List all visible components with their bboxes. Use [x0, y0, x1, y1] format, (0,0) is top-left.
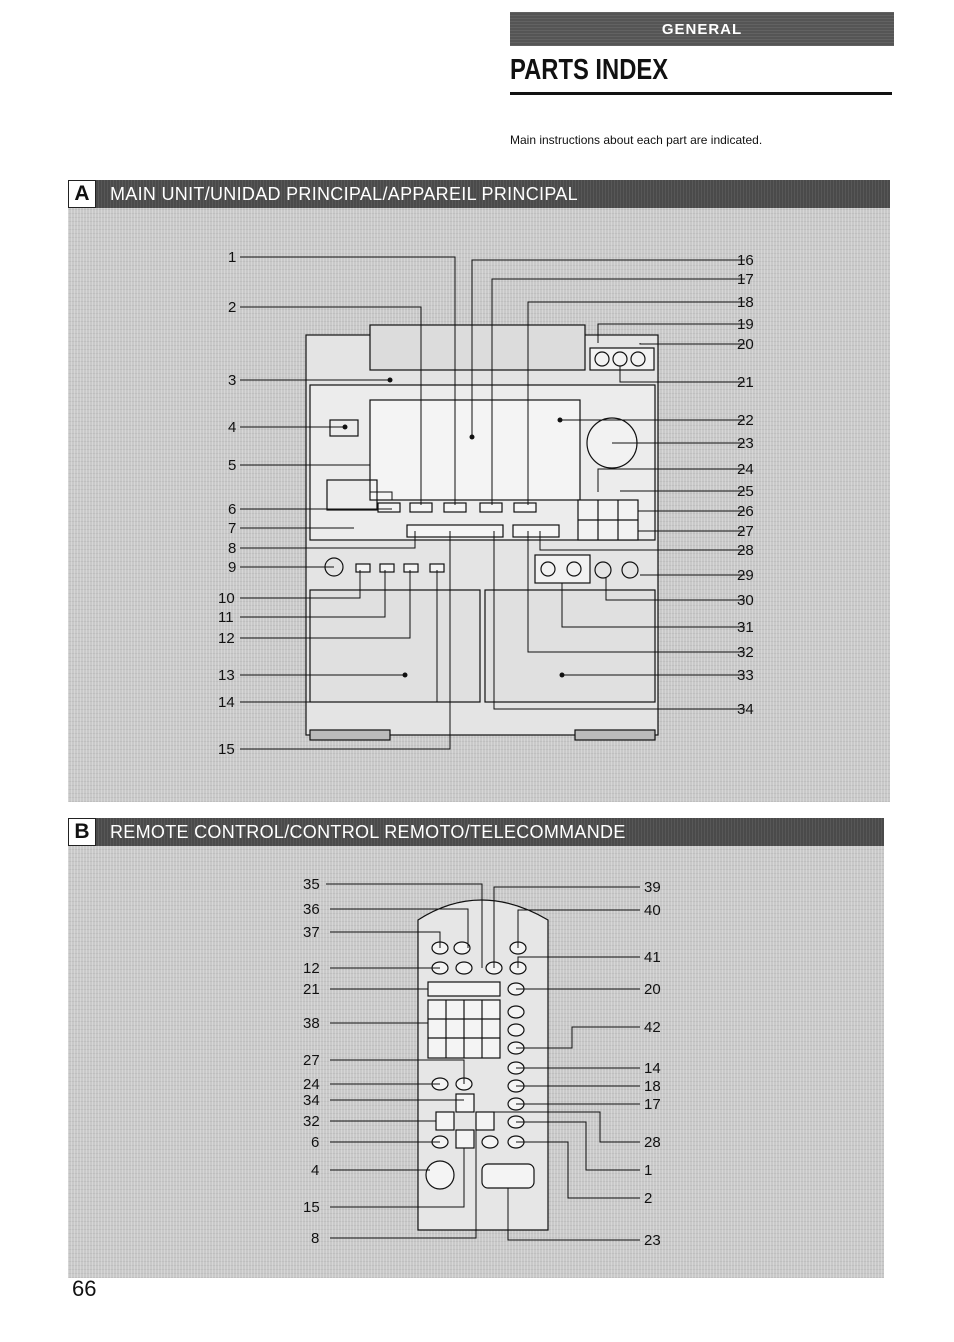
callout-5: 5: [228, 457, 236, 474]
callout-24: 24: [737, 461, 754, 478]
callout-31: 31: [737, 619, 754, 636]
cd-changer-lid: [369, 324, 586, 371]
cassette-deck-1: [309, 589, 481, 703]
callout-28: 28: [737, 542, 754, 559]
callout-41: 41: [644, 949, 661, 966]
remote-control-diagram: 35 36 37 12 21 38 27 24 34 32 6 4 15 8 3…: [303, 876, 661, 1249]
callout-8: 8: [228, 540, 236, 557]
callout-1b: 1: [644, 1162, 652, 1179]
callout-4b: 4: [311, 1162, 319, 1179]
callout-38: 38: [303, 1015, 320, 1032]
callout-34b: 34: [303, 1092, 320, 1109]
callout-26: 26: [737, 503, 754, 520]
callout-18: 18: [737, 294, 754, 311]
callout-21: 21: [737, 374, 754, 391]
callout-32b: 32: [303, 1113, 320, 1130]
callout-29: 29: [737, 567, 754, 584]
callout-22: 22: [737, 412, 754, 429]
callout-6b: 6: [311, 1134, 319, 1151]
callout-17b: 17: [644, 1096, 661, 1113]
callout-17: 17: [737, 271, 754, 288]
callout-10: 10: [218, 590, 235, 607]
callout-13: 13: [218, 667, 235, 684]
callout-2: 2: [228, 299, 236, 316]
callout-36: 36: [303, 901, 320, 918]
title-underline: [510, 92, 892, 95]
callout-4: 4: [228, 419, 236, 436]
section-b-letter: B: [68, 818, 96, 846]
callout-27: 27: [737, 523, 754, 540]
page-number: 66: [72, 1276, 97, 1301]
callout-35: 35: [303, 876, 320, 893]
callout-40: 40: [644, 902, 661, 919]
callout-15b: 15: [303, 1199, 320, 1216]
section-b-title: REMOTE CONTROL/CONTROL REMOTO/TELECOMMAN…: [110, 821, 626, 842]
callout-15: 15: [218, 741, 235, 758]
callout-25: 25: [737, 483, 754, 500]
callout-42: 42: [644, 1019, 661, 1036]
callout-23b: 23: [644, 1232, 661, 1249]
callout-14b: 14: [644, 1060, 661, 1077]
section-b-header: B REMOTE CONTROL/CONTROL REMOTO/TELECOMM…: [68, 818, 884, 846]
callout-39: 39: [644, 879, 661, 896]
callout-37: 37: [303, 924, 320, 941]
callout-18b: 18: [644, 1078, 661, 1095]
callout-32: 32: [737, 644, 754, 661]
callout-11: 11: [218, 609, 234, 626]
callout-6: 6: [228, 501, 236, 518]
callout-8b: 8: [311, 1230, 319, 1247]
callout-3: 3: [228, 372, 236, 389]
main-unit-diagram: 1 2 3 4 5 6 7 8 9 10 11 12 13 14 15 16 1…: [218, 249, 754, 758]
display-window: [369, 399, 581, 501]
callout-21b: 21: [303, 981, 320, 998]
callout-12b: 12: [303, 960, 320, 977]
section-tag-general: GENERAL: [510, 12, 894, 46]
callout-7: 7: [228, 520, 236, 537]
callout-20b: 20: [644, 981, 661, 998]
cassette-deck-2: [484, 589, 656, 703]
callout-16: 16: [737, 252, 754, 269]
section-a-title: MAIN UNIT/UNIDAD PRINCIPAL/APPAREIL PRIN…: [110, 183, 578, 204]
instruction-note: Main instructions about each part are in…: [510, 133, 763, 147]
callout-28b: 28: [644, 1134, 661, 1151]
callout-24b: 24: [303, 1076, 320, 1093]
page-title: PARTS INDEX: [510, 54, 669, 86]
callout-12: 12: [218, 630, 235, 647]
callout-33: 33: [737, 667, 754, 684]
callout-1: 1: [228, 249, 236, 266]
callout-27b: 27: [303, 1052, 320, 1069]
section-a-letter: A: [68, 180, 96, 208]
callout-20: 20: [737, 336, 754, 353]
callout-9: 9: [228, 559, 236, 576]
callout-2b: 2: [644, 1190, 652, 1207]
section-a-header: A MAIN UNIT/UNIDAD PRINCIPAL/APPAREIL PR…: [68, 180, 890, 208]
callout-34: 34: [737, 701, 754, 718]
phones-jack: [329, 419, 359, 437]
callout-14: 14: [218, 694, 235, 711]
callout-30: 30: [737, 592, 754, 609]
callout-23: 23: [737, 435, 754, 452]
section-tag-label: GENERAL: [661, 20, 743, 38]
callout-19: 19: [737, 316, 754, 333]
